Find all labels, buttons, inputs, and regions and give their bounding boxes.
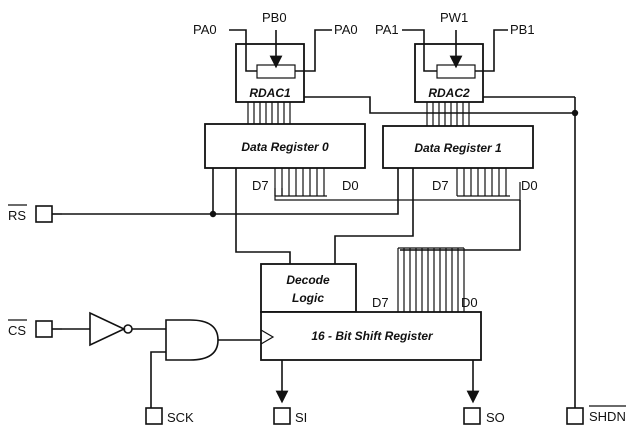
- pw1-label: PW1: [440, 10, 468, 25]
- shdn-label: SHDN: [589, 409, 626, 424]
- pb1-wire: [475, 29, 508, 72]
- rdac2-label: RDAC2: [428, 86, 470, 100]
- pa0-right-wire: [295, 29, 332, 72]
- rdac2-block: RDAC2: [414, 43, 484, 103]
- data-register-0-label: Data Register 0: [241, 140, 329, 154]
- rdac1-label: RDAC1: [249, 86, 291, 100]
- si-pin[interactable]: SI: [273, 407, 307, 425]
- so-label: SO: [486, 410, 505, 425]
- decode-logic-block: Decode Logic: [260, 263, 357, 313]
- data-register-1-label: Data Register 1: [414, 141, 502, 155]
- shift-register-label: 16 - Bit Shift Register: [311, 329, 434, 343]
- reg1-d0-label: D0: [521, 178, 538, 193]
- cs-pin[interactable]: CS: [8, 319, 62, 338]
- reg0-d7-label: D7: [252, 178, 269, 193]
- shift-register-block: 16 - Bit Shift Register: [260, 311, 482, 361]
- sck-wire: [150, 351, 166, 408]
- shdn-junction: [571, 109, 579, 117]
- clock-input-marker: [260, 329, 275, 345]
- data-register-0: Data Register 0: [204, 123, 366, 169]
- rs-wire: [62, 168, 399, 215]
- shift-register-bus: [397, 247, 465, 312]
- sck-pin[interactable]: SCK: [145, 407, 194, 425]
- rdac2-data-bus: [426, 102, 470, 126]
- reg-to-shift-wire: [400, 200, 521, 251]
- rdac1-data-bus: [247, 102, 291, 124]
- so-pin[interactable]: SO: [463, 407, 505, 425]
- register-1-bus: [456, 168, 510, 197]
- reg0-decode-wire: [235, 168, 291, 264]
- rs-junction: [209, 210, 217, 218]
- shift-d7-label: D7: [372, 295, 389, 310]
- sck-label: SCK: [167, 410, 194, 425]
- data-register-1: Data Register 1: [382, 125, 534, 169]
- reg1-d7-label: D7: [432, 178, 449, 193]
- rs-pin[interactable]: RS: [8, 204, 62, 223]
- reg0-d0-label: D0: [342, 178, 359, 193]
- rs-label: RS: [8, 208, 26, 223]
- shdn-pin[interactable]: SHDN: [566, 405, 626, 425]
- inverter-gate: [89, 311, 133, 347]
- cs-label: CS: [8, 323, 26, 338]
- pb1-label: PB1: [510, 22, 535, 37]
- si-label: SI: [295, 410, 307, 425]
- pa0-left-wire: [229, 29, 257, 72]
- pb0-label: PB0: [262, 10, 287, 25]
- reg1-decode-wire: [334, 168, 414, 264]
- decode-logic-label-line1: Decode: [286, 273, 330, 287]
- shift-d0-label: D0: [461, 295, 478, 310]
- decode-logic-label-line2: Logic: [292, 291, 324, 305]
- pa0-left-label: PA0: [193, 22, 217, 37]
- pa0-right-label: PA0: [334, 22, 358, 37]
- and-gate: [165, 319, 219, 361]
- pa1-wire: [402, 29, 437, 72]
- shdn-to-rdac1-wire: [304, 96, 575, 114]
- pa1-label: PA1: [375, 22, 399, 37]
